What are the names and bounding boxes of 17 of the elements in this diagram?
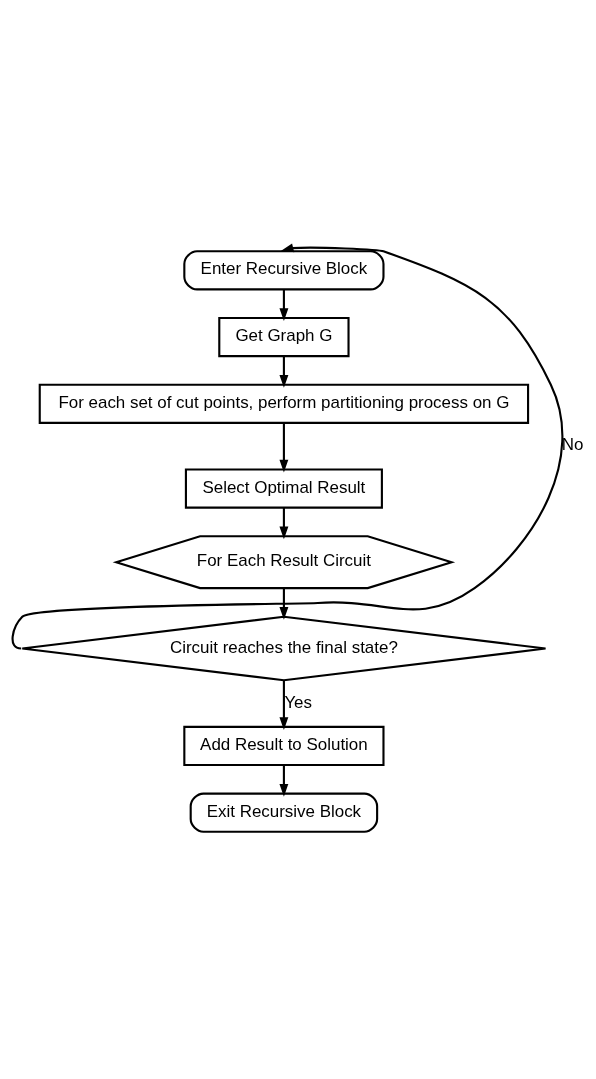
- arrow: [279, 507, 289, 540]
- arrow: [279, 588, 289, 620]
- edge-label: Yes: [284, 692, 313, 712]
- arrow: [11, 243, 564, 650]
- node-diamond: Circuit reaches the final state?: [21, 615, 547, 682]
- arrow: [279, 289, 289, 322]
- edge-label: No: [561, 435, 584, 455]
- node-box: Enter Recursive Block: [183, 250, 385, 291]
- node-box: Exit Recursive Block: [189, 792, 379, 833]
- arrow: [279, 765, 289, 797]
- arrow: [279, 423, 289, 473]
- arrow: [279, 356, 289, 388]
- node-box: Get Graph G: [218, 316, 350, 358]
- arrow: [279, 680, 289, 730]
- node-box: For each set of cut points, perform partitioning process on G: [38, 383, 530, 424]
- node-box: Select Optimal Result: [184, 468, 383, 509]
- node-box: Add Result to Solution: [183, 725, 385, 767]
